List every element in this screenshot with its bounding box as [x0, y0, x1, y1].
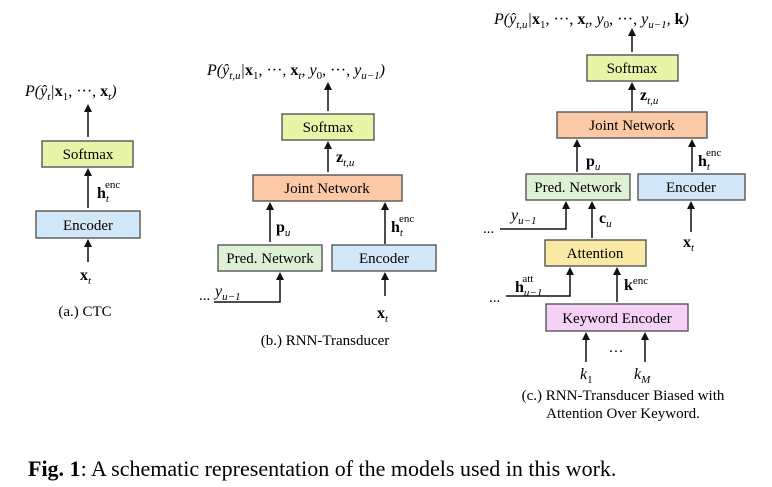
- biased-p-label: pu: [586, 153, 601, 173]
- biased-joint-label: Joint Network: [589, 118, 675, 134]
- ctc-encoder-label: Encoder: [63, 218, 113, 234]
- ctc-encoder-box: [35, 210, 141, 239]
- biased-keyword-encoder-label: Keyword Encoder: [562, 311, 672, 327]
- rnnt-y-dots: ...: [199, 288, 210, 304]
- rnnt-input-label: xt: [377, 305, 389, 325]
- rnnt-h-label: htenc: [391, 213, 414, 239]
- rnnt-caption: (b.) RNN-Transducer: [261, 333, 390, 349]
- rnnt-joint-label: Joint Network: [284, 181, 370, 197]
- biased-output-prob: P(ŷt,u|x1, ···, xt, y0, ···, yu−1, k): [493, 11, 689, 31]
- diagram-rnnt-biased: P(ŷt,u|x1, ···, xt, y0, ···, yu−1, k) So…: [483, 11, 746, 422]
- biased-softmax-label: Softmax: [607, 61, 658, 77]
- ctc-softmax-label: Softmax: [63, 147, 114, 163]
- rnnt-encoder-label: Encoder: [359, 251, 409, 267]
- biased-pred-box: [525, 173, 631, 201]
- biased-y-label: yu−1: [509, 207, 537, 227]
- biased-k-dots: ···: [609, 344, 624, 360]
- biased-keyword-encoder-box: [545, 303, 689, 332]
- biased-encoder-label: Encoder: [666, 180, 716, 196]
- biased-input-label: xt: [683, 234, 695, 254]
- rnnt-z-label: zt,u: [336, 149, 355, 169]
- biased-arrow-hatt-to-attention: [506, 267, 574, 297]
- ctc-softmax-box: [41, 140, 134, 168]
- ctc-output-prob: P(ŷt|x1, ···, xt): [24, 83, 117, 103]
- rnnt-encoder-box: [331, 244, 437, 272]
- biased-arrow-y-to-pred: [500, 201, 570, 230]
- biased-attention-label: Attention: [567, 246, 624, 262]
- biased-y-dots: ...: [483, 221, 494, 237]
- biased-hatt-dots: ...: [489, 290, 500, 306]
- biased-kM-label: kM: [634, 366, 651, 386]
- biased-k1-label: k1: [580, 366, 593, 386]
- biased-caption-line1: (c.) RNN-Transducer Biased with: [522, 388, 725, 404]
- biased-hatt-label: hu−1att: [515, 273, 542, 299]
- rnnt-y-label: yu−1: [213, 283, 241, 303]
- biased-softmax-box: [586, 54, 679, 82]
- rnnt-softmax-label: Softmax: [303, 120, 354, 136]
- rnnt-p-label: pu: [276, 219, 291, 239]
- figure-caption: Fig. 1: A schematic representation of th…: [28, 456, 616, 481]
- ctc-caption: (a.) CTC: [58, 304, 111, 320]
- rnnt-pred-box: [217, 244, 323, 272]
- rnnt-softmax-box: [281, 113, 375, 141]
- biased-z-label: zt,u: [640, 87, 659, 107]
- rnnt-arrow-y-to-pred: [214, 272, 284, 303]
- rnnt-joint-box: [252, 174, 403, 202]
- ctc-input-label: xt: [80, 267, 92, 287]
- biased-joint-box: [556, 111, 708, 139]
- diagram-rnnt: P(ŷt,u|x1, ···, xt, y0, ···, yu−1) Softm…: [199, 62, 437, 349]
- biased-encoder-box: [637, 173, 746, 201]
- biased-h-label: htenc: [698, 147, 721, 173]
- figure-caption-text: : A schematic representation of the mode…: [81, 456, 617, 481]
- biased-attention-box: [544, 239, 647, 267]
- figure-caption-label: Fig. 1: [28, 456, 81, 481]
- biased-caption-line2: Attention Over Keyword.: [546, 406, 700, 422]
- rnnt-output-prob: P(ŷt,u|x1, ···, xt, y0, ···, yu−1): [206, 62, 385, 82]
- diagram-ctc: P(ŷt|x1, ···, xt) Softmax htenc Encoder …: [24, 83, 141, 320]
- biased-kenc-label: kenc: [624, 275, 648, 294]
- rnnt-pred-label: Pred. Network: [226, 251, 314, 267]
- biased-c-label: cu: [599, 210, 612, 230]
- biased-pred-label: Pred. Network: [534, 180, 622, 196]
- ctc-hidden-label: htenc: [97, 179, 120, 205]
